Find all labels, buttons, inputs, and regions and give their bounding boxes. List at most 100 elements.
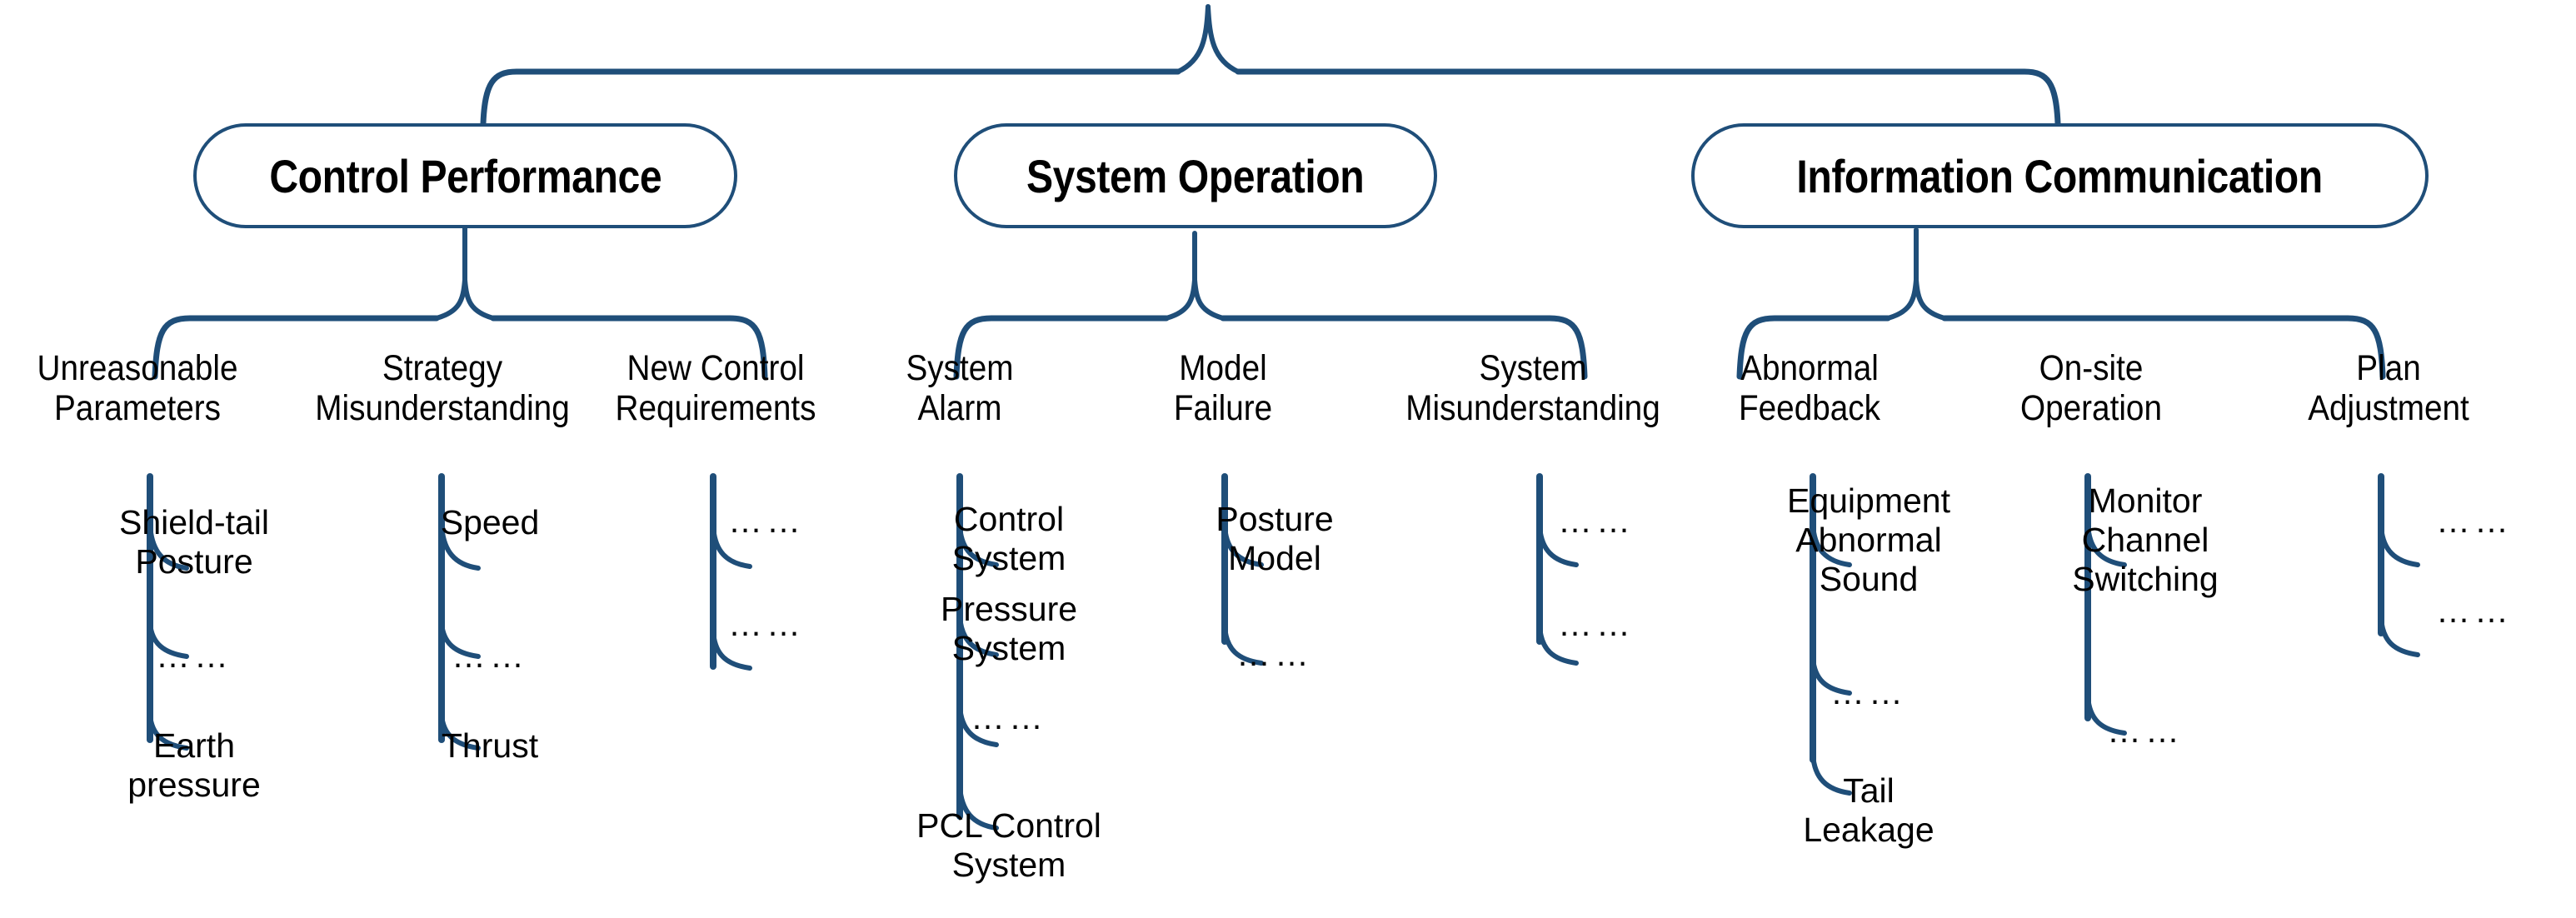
leaf-equipment-abnormal-sound[interactable]: Equipment Abnormal Sound	[1748, 481, 1989, 599]
leaf-ellipsis[interactable]: ……	[905, 698, 1113, 737]
leaf-ellipsis[interactable]: ……	[2374, 591, 2574, 631]
subcategory-line: System	[906, 348, 1014, 388]
leaf-posture-model[interactable]: Posture Model	[1175, 500, 1375, 578]
leaf-line: Abnormal	[1795, 521, 1942, 560]
leaf-pressure-system[interactable]: Pressure System	[905, 590, 1113, 668]
leaf-line: Monitor	[2088, 481, 2203, 520]
leaf-ellipsis[interactable]: ……	[675, 605, 858, 644]
brace-ic-peak-right	[1914, 277, 1947, 321]
leaf-ellipsis[interactable]: ……	[98, 636, 290, 676]
leaf-tail-leakage[interactable]: Tail Leakage	[1748, 771, 1989, 850]
leaf-thrust[interactable]: Thrust	[398, 726, 582, 766]
subcategory-abnormal-feedback[interactable]: Abnormal Feedback	[1685, 348, 1934, 428]
leaf-line: ……	[2436, 501, 2513, 540]
brace-so-peak-right	[1192, 277, 1226, 321]
leaf-line: ……	[728, 605, 805, 643]
leaf-line: pressure	[127, 766, 261, 805]
subcategory-system-misunderstanding[interactable]: System Misunderstanding	[1333, 348, 1733, 428]
subcategory-strategy-misunderstanding[interactable]: Strategy Misunderstanding	[297, 348, 588, 428]
brace-ic-peak-left	[1885, 277, 1919, 321]
leaf-line: Speed	[440, 503, 540, 541]
leaf-ellipsis[interactable]: ……	[1496, 501, 1696, 541]
leaf-pcl-control-system[interactable]: PCL Control System	[888, 806, 1130, 885]
leaf-line: System	[951, 629, 1066, 668]
subcategory-line: Requirements	[615, 388, 816, 429]
leaf-line: Sound	[1819, 560, 1919, 599]
leaf-line: Shield-tail	[118, 503, 270, 541]
subcategory-line: Misunderstanding	[1405, 388, 1660, 429]
leaf-line: ……	[1830, 673, 1907, 711]
leaf-line: Tail	[1843, 771, 1895, 810]
leaf-ellipsis[interactable]: ……	[1748, 673, 1989, 712]
category-label-control-performance: Control Performance	[269, 149, 661, 202]
leaf-ellipsis[interactable]: ……	[2026, 711, 2264, 751]
leaf-line: System	[951, 539, 1066, 578]
leaf-line: Leakage	[1803, 811, 1934, 850]
subcategory-line: Operation	[2020, 388, 2162, 429]
leaf-ellipsis[interactable]: ……	[1175, 635, 1375, 674]
leaf-line: ……	[971, 698, 1047, 736]
category-label-information-communication: Information Communication	[1796, 149, 2324, 202]
subcategory-line: Feedback	[1739, 388, 1880, 429]
subcategory-line: Failure	[1173, 388, 1273, 429]
leaf-control-system[interactable]: Control System	[905, 500, 1113, 578]
leaf-line: System	[951, 846, 1066, 885]
brace-cp-peak-left	[434, 277, 467, 321]
subcategory-plan-adjustment[interactable]: Plan Adjustment	[2259, 348, 2518, 428]
leaf-line: Model	[1228, 539, 1321, 578]
subcategory-system-alarm[interactable]: System Alarm	[860, 348, 1060, 428]
subcategory-line: On-site	[2039, 348, 2144, 388]
leaf-line: Posture	[1216, 500, 1334, 538]
subcategory-line: Model	[1179, 348, 1267, 388]
leaf-speed[interactable]: Speed	[398, 503, 582, 542]
subcategory-line: Adjustment	[2308, 388, 2469, 429]
root-brace-peak-right	[1206, 4, 1241, 74]
leaf-line: ……	[2436, 591, 2513, 630]
subcategory-line: Strategy	[382, 348, 503, 388]
leaf-ellipsis[interactable]: ……	[1496, 605, 1696, 644]
leaf-line: Posture	[135, 542, 253, 581]
category-box-information-communication[interactable]: Information Communication	[1691, 123, 2429, 228]
leaf-earth-pressure[interactable]: Earth pressure	[98, 726, 290, 805]
subcategory-line: Plan	[2356, 348, 2421, 388]
brace-cp-peak-right	[462, 277, 496, 321]
root-brace-right-arm	[1235, 68, 2061, 127]
leaf-line: ……	[156, 636, 232, 675]
leaf-line: Control	[953, 500, 1065, 538]
leaf-line: ……	[452, 636, 528, 675]
subcategory-line: Parameters	[53, 388, 222, 429]
category-label-system-operation: System Operation	[1026, 149, 1365, 202]
subcategory-line: New Control	[627, 348, 805, 388]
subcategory-line: Misunderstanding	[315, 388, 570, 429]
leaf-line: Thrust	[441, 726, 539, 765]
root-brace-peak	[1176, 4, 1211, 74]
leaf-line: ……	[728, 501, 805, 540]
subcategory-model-failure[interactable]: Model Failure	[1125, 348, 1321, 428]
leaf-line: Channel	[2081, 521, 2209, 560]
subcategory-line: System	[1479, 348, 1587, 388]
root-brace-left-arm	[480, 68, 1181, 127]
leaf-shield-tail-posture[interactable]: Shield-tail Posture	[98, 503, 290, 581]
subcategory-new-control-requirements[interactable]: New Control Requirements	[595, 348, 836, 428]
subcategory-unreasonable-parameters[interactable]: Unreasonable Parameters	[0, 348, 275, 428]
leaf-line: Earth	[153, 726, 235, 765]
leaf-monitor-channel-switching[interactable]: Monitor Channel Switching	[2026, 481, 2264, 599]
subcategory-line: Abnormal	[1740, 348, 1879, 388]
brace-so-peak-left	[1164, 277, 1197, 321]
category-box-control-performance[interactable]: Control Performance	[193, 123, 737, 228]
subcategory-line: Alarm	[917, 388, 1002, 429]
leaf-ellipsis[interactable]: ……	[398, 636, 582, 676]
subcategory-on-site-operation[interactable]: On-site Operation	[1976, 348, 2206, 428]
leaf-line: Pressure	[940, 590, 1078, 628]
leaf-ellipsis[interactable]: ……	[2374, 501, 2574, 541]
leaf-line: ……	[1558, 501, 1635, 540]
leaf-line: Switching	[2072, 560, 2219, 599]
leaf-ellipsis[interactable]: ……	[675, 501, 858, 541]
subcategory-line: Unreasonable	[37, 348, 238, 388]
leaf-line: ……	[1236, 635, 1313, 673]
leaf-line: ……	[2107, 711, 2184, 750]
leaf-line: PCL Control	[916, 806, 1101, 845]
category-box-system-operation[interactable]: System Operation	[954, 123, 1437, 228]
leaf-line: Equipment	[1786, 481, 1950, 520]
